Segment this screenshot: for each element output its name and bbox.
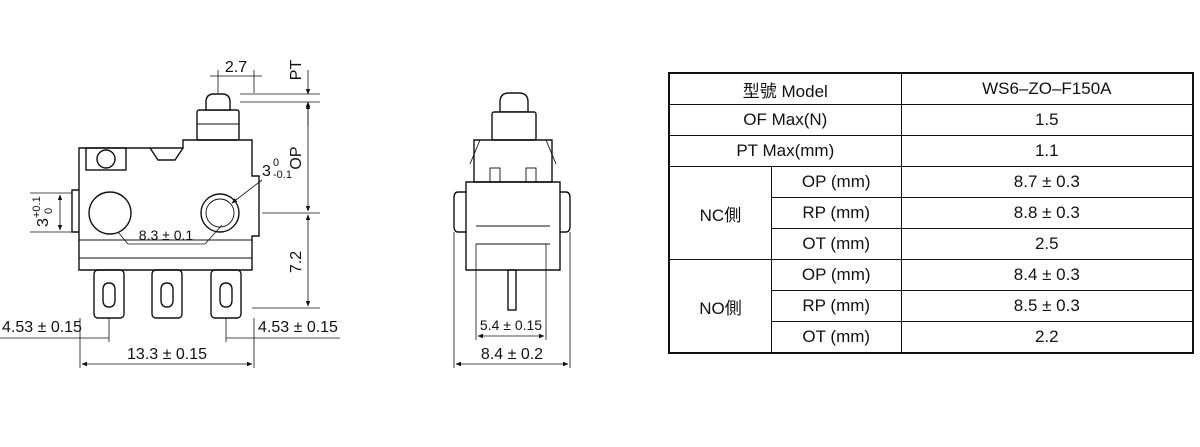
dim-inner-width: 5.4 ± 0.15 [480, 317, 542, 333]
dim-pt: PT [288, 60, 305, 81]
dim-op: OP [288, 146, 305, 169]
no-rp-value: 8.5 ± 0.3 [900, 290, 1194, 322]
table-row: OF Max(N) 1.5 [668, 104, 1194, 136]
no-ot-label: OT (mm) [770, 321, 902, 354]
nc-rp-label: RP (mm) [770, 197, 902, 229]
no-group-label: NO側 [668, 259, 772, 354]
model-label: 型號 Model [668, 72, 902, 105]
table-row: RP (mm) 8.5 ± 0.3 [669, 290, 1194, 322]
dim-hole-offset-sup: +0.1 [31, 196, 43, 218]
of-value: 1.5 [900, 104, 1194, 136]
no-op-value: 8.4 ± 0.3 [900, 259, 1194, 291]
side-view: 5.4 ± 0.15 8.4 ± 0.2 [453, 92, 571, 368]
nc-op-value: 8.7 ± 0.3 [900, 166, 1194, 198]
dim-left-terminal: 4.53 ± 0.15 [2, 319, 82, 336]
table-row: PT Max(mm) 1.1 [668, 135, 1194, 167]
nc-ot-label: OT (mm) [770, 228, 902, 260]
dim-height-tol-sub: -0.1 [273, 169, 292, 181]
no-rp-label: RP (mm) [770, 290, 902, 322]
dim-hole-offset-sub: 0 [43, 208, 55, 214]
dim-top-width: 2.7 [225, 59, 247, 76]
table-row: NC側 OP (mm) 8.7 ± 0.3 [668, 166, 1194, 260]
pt-label: PT Max(mm) [668, 135, 902, 167]
dim-hole-pitch: 8.3 ± 0.1 [139, 227, 194, 243]
nc-group-label: NC側 [668, 166, 772, 260]
nc-rp-value: 8.8 ± 0.3 [900, 197, 1194, 229]
spec-table: 型號 Model WS6–ZO–F150A OF Max(N) 1.5 PT M… [668, 72, 1194, 354]
nc-op-label: OP (mm) [770, 166, 902, 198]
no-ot-value: 2.2 [900, 321, 1194, 354]
pt-value: 1.1 [900, 135, 1194, 167]
dim-total-width: 13.3 ± 0.15 [127, 346, 207, 363]
no-op-label: OP (mm) [770, 259, 902, 291]
dim-height-tol-sup: 0 [273, 157, 279, 169]
of-label: OF Max(N) [668, 104, 902, 136]
technical-drawing: 2.7 PT OP 7.2 3 0 -0.1 3 +0.1 0 8.3 ± 0.… [0, 59, 571, 368]
table-row: OT (mm) 2.2 [669, 321, 1194, 354]
dim-hole-offset: 3 [35, 218, 52, 227]
table-row: NO側 OP (mm) 8.4 ± 0.3 [668, 259, 1194, 354]
dim-vertical: 7.2 [288, 251, 305, 273]
dim-height-tol: 3 [262, 163, 271, 180]
dim-outer-width: 8.4 ± 0.2 [481, 346, 543, 363]
table-row: 型號 Model WS6–ZO–F150A [668, 72, 1194, 105]
nc-ot-value: 2.5 [900, 228, 1194, 260]
dim-right-terminal: 4.53 ± 0.15 [258, 319, 338, 336]
model-value: WS6–ZO–F150A [900, 72, 1194, 105]
front-view: 2.7 PT OP 7.2 3 0 -0.1 3 +0.1 0 8.3 ± 0.… [0, 59, 340, 368]
